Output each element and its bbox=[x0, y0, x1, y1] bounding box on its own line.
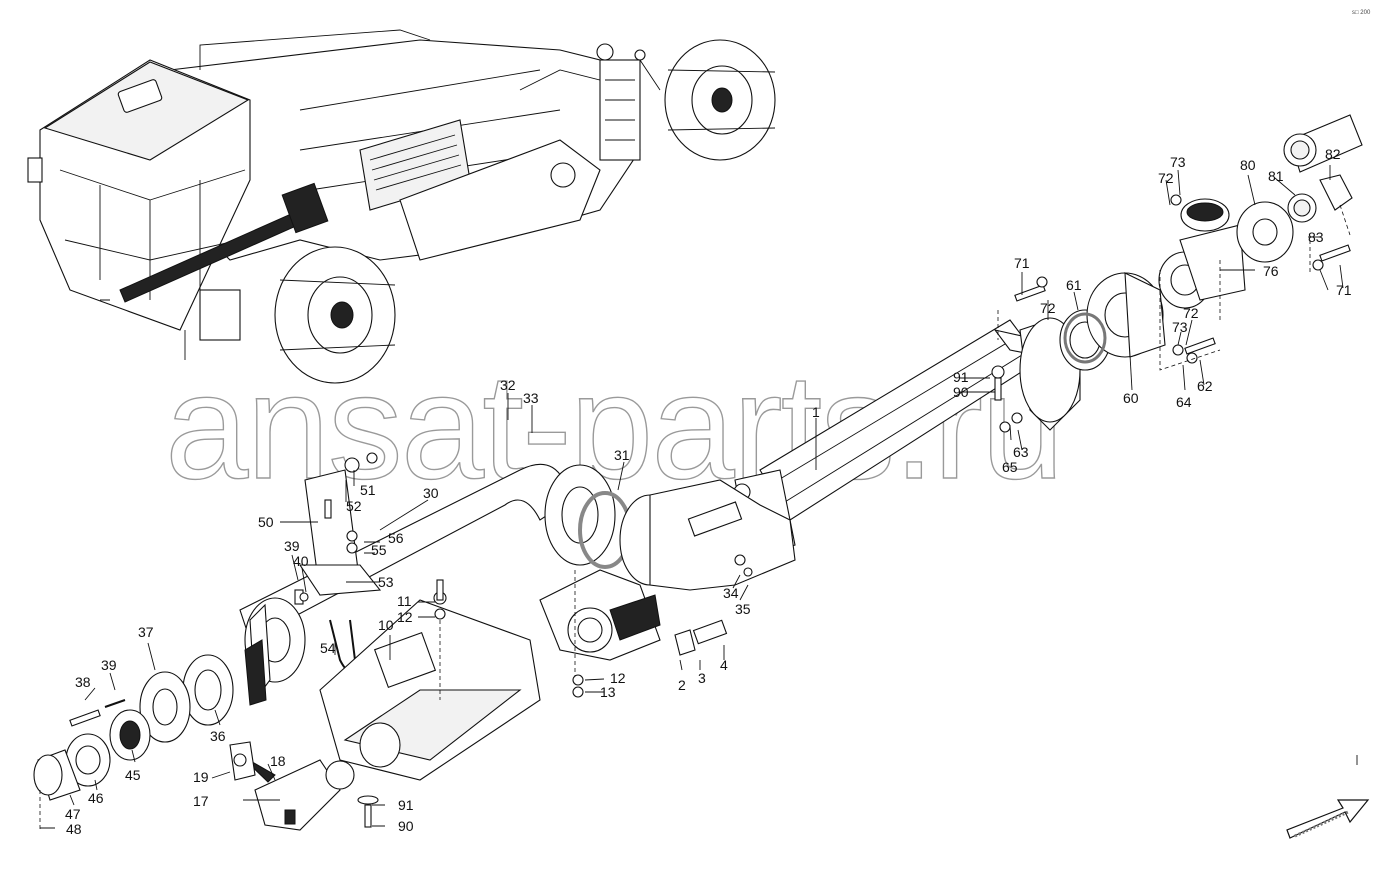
callout-1: 1 bbox=[812, 404, 820, 420]
callout-53: 53 bbox=[378, 574, 394, 590]
callout-32: 32 bbox=[500, 377, 516, 393]
callout-90-a: 90 bbox=[953, 384, 969, 400]
callout-47: 47 bbox=[65, 806, 81, 822]
middle-assembly bbox=[229, 452, 796, 831]
callout-63: 63 bbox=[1013, 444, 1029, 460]
callout-83: 83 bbox=[1308, 229, 1324, 245]
callout-labels: 1 2 3 4 10 11 12 12 13 17 18 19 30 31 32… bbox=[65, 146, 1352, 837]
callout-34: 34 bbox=[723, 585, 739, 601]
callout-73-b: 73 bbox=[1172, 319, 1188, 335]
callout-31: 31 bbox=[614, 447, 630, 463]
callout-48: 48 bbox=[66, 821, 82, 837]
callout-3: 3 bbox=[698, 670, 706, 686]
callout-55: 55 bbox=[371, 542, 387, 558]
callout-10: 10 bbox=[378, 617, 394, 633]
callout-62: 62 bbox=[1197, 378, 1213, 394]
callout-50: 50 bbox=[258, 514, 274, 530]
callout-30: 30 bbox=[423, 485, 439, 501]
callout-51: 51 bbox=[360, 482, 376, 498]
callout-52: 52 bbox=[346, 498, 362, 514]
callout-39-a: 39 bbox=[101, 657, 117, 673]
callout-72-c: 72 bbox=[1183, 305, 1199, 321]
callout-72-b: 72 bbox=[1158, 170, 1174, 186]
callout-65: 65 bbox=[1002, 459, 1018, 475]
leader-lines bbox=[40, 165, 1344, 829]
callout-35: 35 bbox=[735, 601, 751, 617]
callout-19: 19 bbox=[193, 769, 209, 785]
callout-38: 38 bbox=[75, 674, 91, 690]
callout-18: 18 bbox=[270, 753, 286, 769]
callout-80: 80 bbox=[1240, 157, 1256, 173]
machine-illustration bbox=[27, 29, 776, 384]
callout-45: 45 bbox=[125, 767, 141, 783]
callout-91-b: 91 bbox=[398, 797, 414, 813]
callout-39-b: 39 bbox=[284, 538, 300, 554]
callout-13: 13 bbox=[600, 684, 616, 700]
callout-12-b: 12 bbox=[610, 670, 626, 686]
callout-2: 2 bbox=[678, 677, 686, 693]
callout-60: 60 bbox=[1123, 390, 1139, 406]
callout-82: 82 bbox=[1325, 146, 1341, 162]
callout-33: 33 bbox=[523, 390, 539, 406]
callout-64: 64 bbox=[1176, 394, 1192, 410]
callout-12-a: 12 bbox=[397, 609, 413, 625]
callout-61: 61 bbox=[1066, 277, 1082, 293]
callout-17: 17 bbox=[193, 793, 209, 809]
callout-37: 37 bbox=[138, 624, 154, 640]
callout-76: 76 bbox=[1263, 263, 1279, 279]
callout-71-a: 71 bbox=[1014, 255, 1030, 271]
callout-54: 54 bbox=[320, 640, 336, 656]
callout-71-b: 71 bbox=[1336, 282, 1352, 298]
callout-73-a: 73 bbox=[1170, 154, 1186, 170]
callout-11: 11 bbox=[397, 593, 412, 609]
callout-81: 81 bbox=[1268, 168, 1284, 184]
arrow-up-right-icon bbox=[1286, 799, 1370, 839]
callout-56: 56 bbox=[388, 530, 404, 546]
callout-72-a: 72 bbox=[1040, 300, 1056, 316]
callout-4: 4 bbox=[720, 657, 728, 673]
callout-40: 40 bbox=[293, 553, 309, 569]
corner-mark: s□ 200 bbox=[1352, 10, 1371, 16]
left-coupling-assembly bbox=[33, 589, 309, 830]
callout-90-b: 90 bbox=[398, 818, 414, 834]
callout-91-a: 91 bbox=[953, 369, 969, 385]
callout-46: 46 bbox=[88, 790, 104, 806]
callout-36: 36 bbox=[210, 728, 226, 744]
